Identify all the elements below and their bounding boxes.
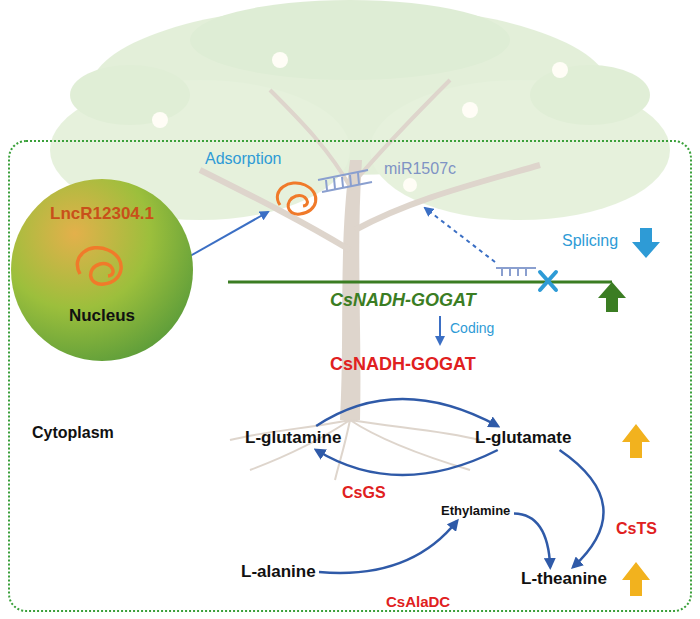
metabolite: Ethylamine (438, 502, 514, 521)
enzyme-name: CsTS (616, 520, 657, 538)
region-label: Cytoplasm (32, 424, 114, 442)
reaction-arrow (319, 521, 457, 573)
cell-region: CytoplasmLncR12304.1NucleusL-glutamineL-… (8, 140, 692, 612)
metabolite: L-glutamate (472, 426, 575, 450)
metabolite: L-alanine (238, 560, 319, 584)
increase-arrow (622, 424, 650, 458)
process-label: Coding (450, 320, 494, 336)
mirna-bound (496, 268, 536, 276)
reaction-arrow (316, 450, 498, 475)
blocked-cross (540, 272, 556, 290)
metabolite-name: Ethylamine (441, 504, 510, 519)
down-arrow (632, 228, 660, 258)
release-arrow (425, 208, 495, 262)
enzyme-name: CsAlaDC (386, 593, 450, 610)
mirna-duplex (318, 170, 372, 192)
up-arrow (598, 282, 626, 312)
metabolite-name: L-glutamine (245, 428, 341, 448)
lncrna-squiggle (277, 183, 316, 214)
metabolite-name: L-theanine (521, 569, 607, 589)
reaction-arrow (560, 450, 604, 567)
process-label: Adsorption (205, 150, 282, 168)
process-label: Splicing (562, 232, 618, 250)
reaction-arrow (514, 513, 550, 567)
metabolite: L-glutamine (242, 426, 345, 450)
coding-arrow (439, 316, 441, 344)
compartment-label: Nucleus (69, 306, 135, 326)
mirna-name: miR1507c (384, 160, 456, 178)
nucleus-circle: LncR12304.1Nucleus (10, 178, 194, 362)
gene-line (228, 281, 612, 284)
export-arrow (190, 212, 268, 256)
gene-name: CsNADH-GOGAT (330, 290, 476, 311)
enzyme-name: CsGS (342, 484, 386, 502)
increase-arrow (622, 562, 650, 596)
metabolite-name: L-alanine (241, 562, 316, 582)
enzyme-name: CsNADH-GOGAT (330, 354, 476, 375)
reaction-arrow (316, 399, 498, 426)
metabolite: L-theanine (518, 567, 610, 591)
lncrna-name: LncR12304.1 (50, 204, 154, 224)
metabolite-name: L-glutamate (475, 428, 571, 448)
